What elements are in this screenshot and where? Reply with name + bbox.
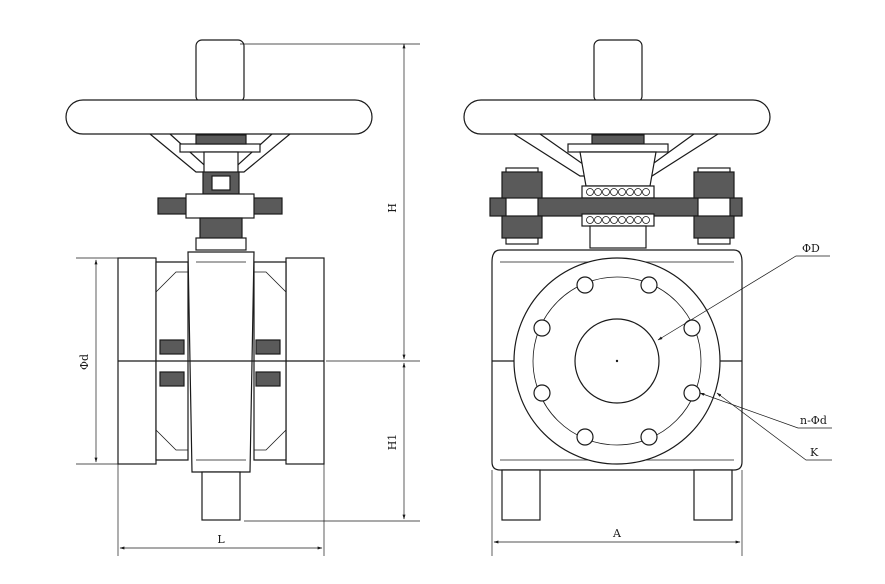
label-phi-d: Φd xyxy=(78,354,91,370)
handwheel-right xyxy=(463,99,771,135)
label-A: A xyxy=(612,527,622,540)
body-center-left xyxy=(187,251,255,473)
dimension-lines xyxy=(76,43,832,556)
bolt-left-a xyxy=(159,339,185,355)
gland-right xyxy=(589,225,647,249)
label-phi-D: ΦD xyxy=(802,242,820,255)
hub-nut-right xyxy=(591,134,645,145)
packing-left xyxy=(199,217,243,241)
gland-left xyxy=(195,237,247,251)
front-view xyxy=(463,39,771,521)
hub-plate-right xyxy=(567,143,669,153)
bearing-top-right xyxy=(581,185,655,199)
bonnet-block-left xyxy=(185,193,255,219)
stem-shaft-right xyxy=(593,39,643,103)
center-point xyxy=(615,359,619,363)
hub-plate-left xyxy=(179,143,261,153)
label-K: K xyxy=(810,446,819,459)
leg-right-a xyxy=(501,469,541,521)
stud-nut-right-b xyxy=(501,215,543,239)
side-view xyxy=(65,39,373,521)
stem-shaft-left xyxy=(195,39,245,103)
stud-nut-right-a xyxy=(501,171,543,199)
bolt-left-d xyxy=(255,371,281,387)
label-H: H xyxy=(386,203,399,213)
body-lines-left xyxy=(196,261,246,461)
trunnion-left xyxy=(201,471,241,521)
label-L: L xyxy=(217,533,225,546)
label-H1: H1 xyxy=(386,434,399,451)
stud-nut-right-c xyxy=(693,171,735,199)
handwheel-left xyxy=(65,99,373,135)
bearing-bottom-right xyxy=(581,213,655,227)
nut-inner-left xyxy=(211,175,231,191)
stud-nut-right-d xyxy=(693,215,735,239)
bolt-holes xyxy=(533,276,701,446)
bolt-circle-K xyxy=(532,276,702,446)
hub-nut-left xyxy=(195,134,247,145)
body-ribs-left xyxy=(155,271,287,451)
bolt-left-b xyxy=(159,371,185,387)
yoke-right xyxy=(579,151,657,187)
leg-right-b xyxy=(693,469,733,521)
bolt-left-c xyxy=(255,339,281,355)
label-n-phi-d: n-Φd xyxy=(800,414,827,427)
